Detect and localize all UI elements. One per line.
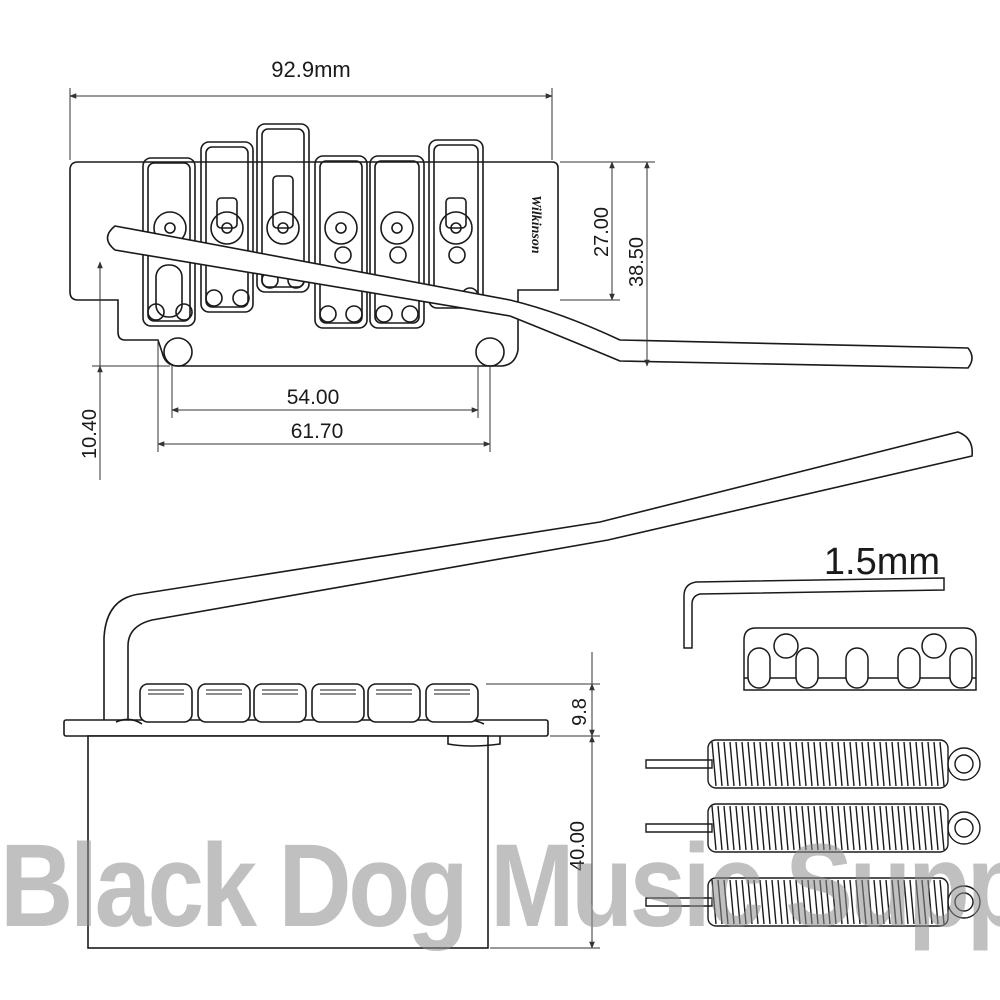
spring-claw <box>743 627 977 691</box>
allen-wrench <box>683 577 945 649</box>
dimension-lines-top <box>69 88 655 480</box>
tremolo-arm-side <box>103 431 974 722</box>
spring-1 <box>645 739 981 789</box>
side-view <box>63 431 974 949</box>
tremolo-springs <box>645 739 981 927</box>
stud-notch-right <box>475 337 505 367</box>
spring-3 <box>645 877 981 927</box>
dim-span-54: 54.00 <box>287 386 340 409</box>
dim-height-40: 40.00 <box>567 821 589 871</box>
dim-overall-width: 92.9mm <box>271 57 350 82</box>
dim-height-9: 9.8 <box>569 698 591 726</box>
saddle-6 <box>428 139 484 309</box>
base-plate <box>69 161 559 367</box>
dim-height-38: 38.50 <box>626 237 648 287</box>
dim-span-61: 61.70 <box>291 420 344 443</box>
dim-offset-10: 10.40 <box>79 409 101 459</box>
dimension-lines-side <box>486 652 600 949</box>
saddle-2 <box>200 141 254 313</box>
saddle-4 <box>314 155 368 329</box>
wilkinson-logo: Wilkinson <box>528 195 543 254</box>
side-plate <box>63 719 549 737</box>
sustain-block <box>87 735 489 949</box>
saddle-5 <box>369 155 425 329</box>
stud-notch-left <box>163 337 193 367</box>
side-saddles <box>139 683 479 723</box>
spring-2 <box>645 803 981 853</box>
top-view <box>69 123 973 369</box>
dim-wrench: 1.5mm <box>824 541 940 583</box>
dim-height-27: 27.00 <box>591 207 613 257</box>
tremolo-arm-top <box>106 225 973 369</box>
